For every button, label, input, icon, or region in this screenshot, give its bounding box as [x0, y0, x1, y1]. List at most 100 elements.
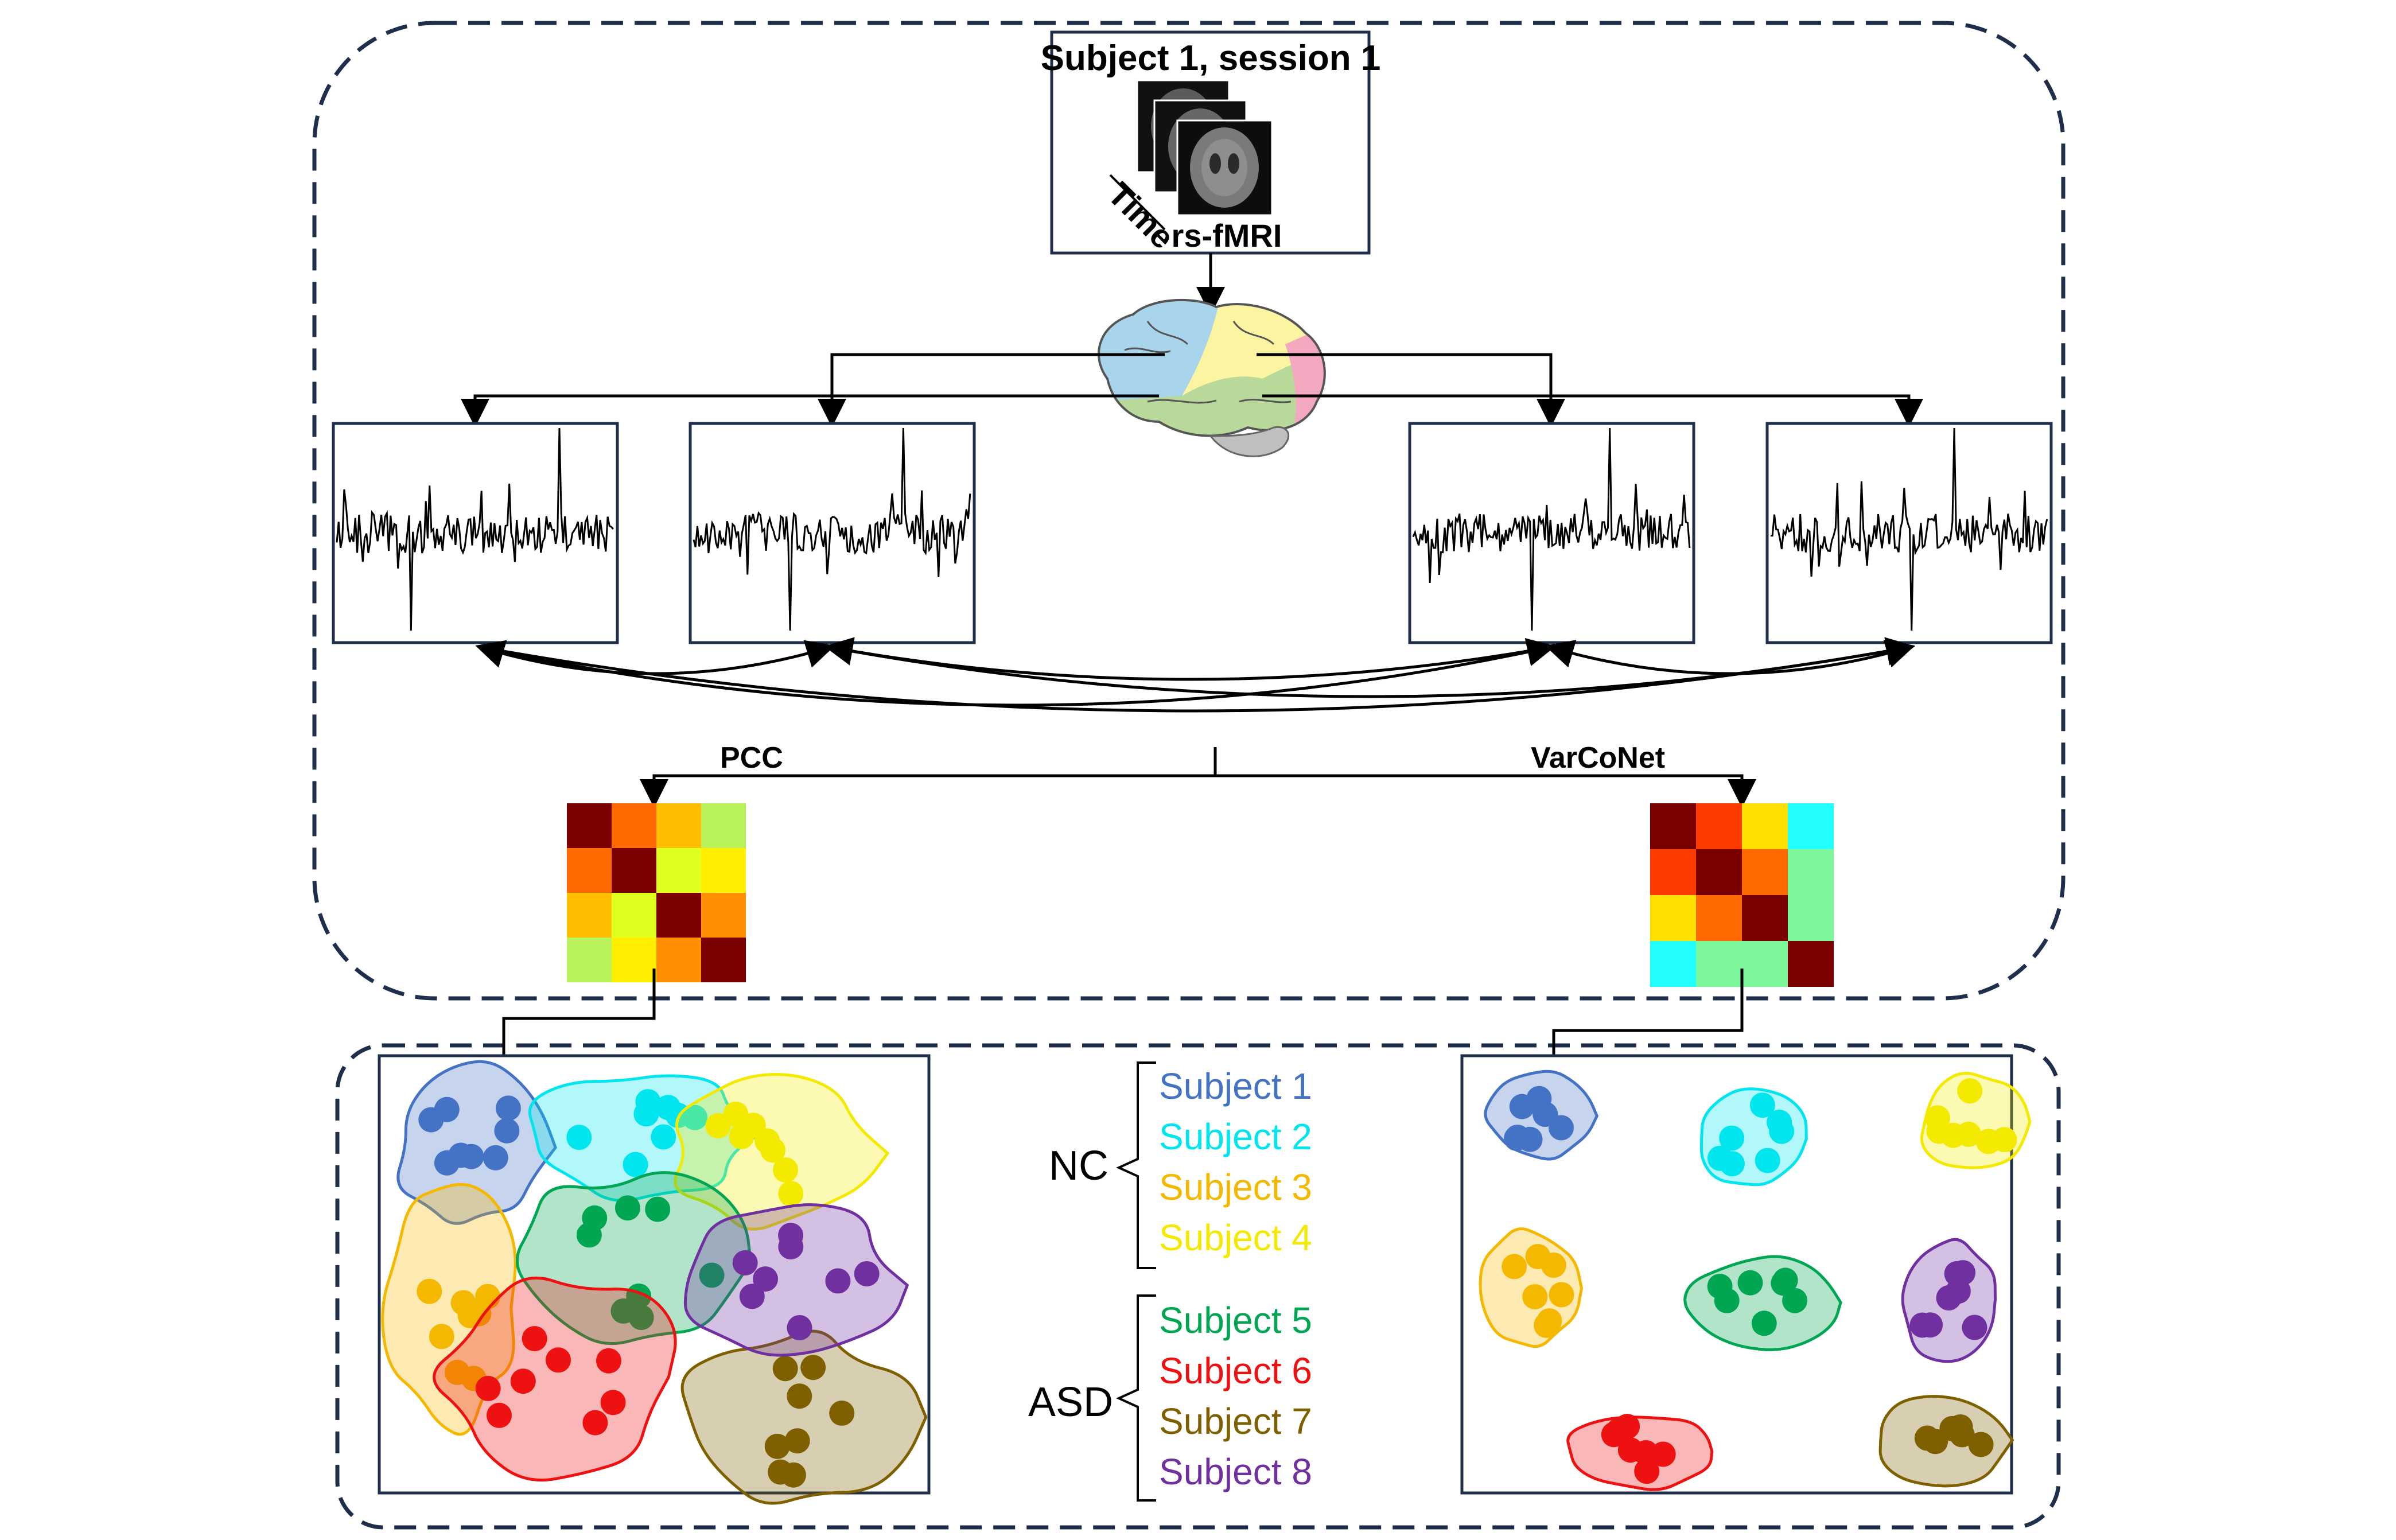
matrix-cell: [656, 803, 701, 848]
matrix-cell: [1696, 941, 1742, 987]
embedding-point: [1714, 1288, 1740, 1313]
embedding-point: [1502, 1254, 1527, 1280]
embedding-point: [633, 1101, 659, 1127]
embedding-point: [1944, 1261, 1970, 1286]
embedding-point: [495, 1095, 521, 1121]
embedding-point: [784, 1428, 810, 1454]
embedding-point: [1772, 1267, 1798, 1293]
matrix-cell: [1696, 803, 1742, 849]
embedding-point: [1707, 1145, 1733, 1171]
embedding-point: [787, 1383, 812, 1409]
embedding-point: [1633, 1440, 1659, 1465]
embedding-point: [1534, 1312, 1559, 1338]
matrix-cell: [701, 848, 746, 893]
embedding-point: [800, 1355, 826, 1380]
matrix-cell: [1788, 895, 1834, 941]
embedding-point: [434, 1150, 460, 1176]
modality-label: rs-fMRI: [1172, 217, 1282, 254]
embedding-point: [576, 1222, 602, 1248]
matrix-cell: [612, 848, 656, 893]
embedding-point: [1917, 1312, 1943, 1338]
matrix-cell: [1788, 941, 1834, 987]
embedding-point: [429, 1324, 454, 1350]
embedding-point: [1549, 1282, 1574, 1308]
embedding-point: [582, 1410, 608, 1436]
embedding-point: [596, 1348, 621, 1374]
cluster-region: [515, 1171, 753, 1345]
matrix-cell: [567, 848, 612, 893]
embedding-point: [1549, 1115, 1574, 1141]
embedding-point: [566, 1125, 592, 1150]
asd-brace: [1116, 1294, 1156, 1502]
method-label-pcc: PCC: [720, 741, 783, 775]
embedding-point: [418, 1107, 444, 1133]
embedding-point: [739, 1284, 765, 1309]
brain-parcellation-illustration: [1098, 298, 1326, 457]
matrix-cell: [1788, 803, 1834, 849]
embedding-point: [1737, 1270, 1763, 1296]
embedding-point: [600, 1390, 626, 1415]
embedding-point: [546, 1347, 571, 1373]
legend-subject-3: Subject 3: [1159, 1166, 1312, 1208]
embedding-point: [522, 1326, 547, 1352]
embedding-point: [768, 1459, 794, 1485]
embedding-point: [466, 1301, 492, 1327]
matrix-cell: [656, 848, 701, 893]
embedding-point: [1541, 1253, 1566, 1278]
matrix-cell: [612, 938, 656, 982]
embedding-point: [787, 1315, 812, 1340]
embedding-point: [1957, 1078, 1983, 1104]
embedding-point: [1936, 1285, 1962, 1310]
embedding-point: [475, 1375, 501, 1401]
embedding-point: [1522, 1284, 1548, 1310]
matrix-cell: [1696, 895, 1742, 941]
matrix-cell: [1742, 849, 1788, 895]
top-stage-frame: [312, 21, 2066, 1001]
embedding-point: [1601, 1422, 1627, 1448]
matrix-cell: [1788, 849, 1834, 895]
embedding-point: [645, 1196, 671, 1222]
embedding-point: [1767, 1110, 1792, 1135]
embedding-point: [854, 1261, 880, 1286]
embedding-point: [487, 1402, 512, 1428]
embedding-point: [1755, 1148, 1780, 1173]
cluster-region: [683, 1203, 909, 1357]
embedding-point: [699, 1262, 725, 1288]
embedding-point: [1968, 1432, 1994, 1457]
subject-legend: NC ASD Subject 1 Subject 2 Subject 3 Sub…: [1028, 1061, 1312, 1502]
bold-signal-2: [693, 427, 971, 631]
embedding-point: [614, 1195, 640, 1221]
matrix-cell: [567, 893, 612, 938]
pairwise-connections: [475, 637, 1915, 713]
embedding-point: [825, 1268, 851, 1294]
embedding-point: [1749, 1092, 1775, 1118]
embedding-point: [1719, 1125, 1745, 1151]
matrix-cell: [701, 893, 746, 938]
embedding-point: [1992, 1127, 2017, 1153]
embedding-point: [732, 1250, 758, 1275]
legend-subject-6: Subject 6: [1159, 1350, 1312, 1391]
embedding-point: [494, 1118, 520, 1144]
embedding-point: [417, 1278, 442, 1304]
embedding-point: [445, 1359, 470, 1385]
embedding-point: [1509, 1094, 1535, 1119]
method-label-varconet: VarCoNet: [1531, 741, 1665, 775]
matrix-cell: [1650, 941, 1696, 987]
matrix-cell: [701, 938, 746, 982]
embedding-point: [829, 1400, 855, 1426]
embedding-point: [1926, 1118, 1952, 1144]
cluster-region: [433, 1276, 677, 1481]
embedding-point: [483, 1145, 508, 1170]
legend-subject-7: Subject 7: [1159, 1401, 1312, 1442]
legend-subject-4: Subject 4: [1159, 1217, 1312, 1258]
embedding-point: [773, 1157, 799, 1183]
matrix-cell: [1650, 803, 1696, 849]
bold-signal-4: [1770, 427, 2048, 631]
matrix-cell: [1696, 849, 1742, 895]
matrix-cell: [656, 893, 701, 938]
embedding-point: [1949, 1422, 1975, 1448]
embedding-point: [778, 1223, 804, 1249]
cluster-region: [528, 1074, 763, 1202]
fmri-input-box: Subject 1, session 1 Time rs-fMRI: [1041, 30, 1380, 256]
